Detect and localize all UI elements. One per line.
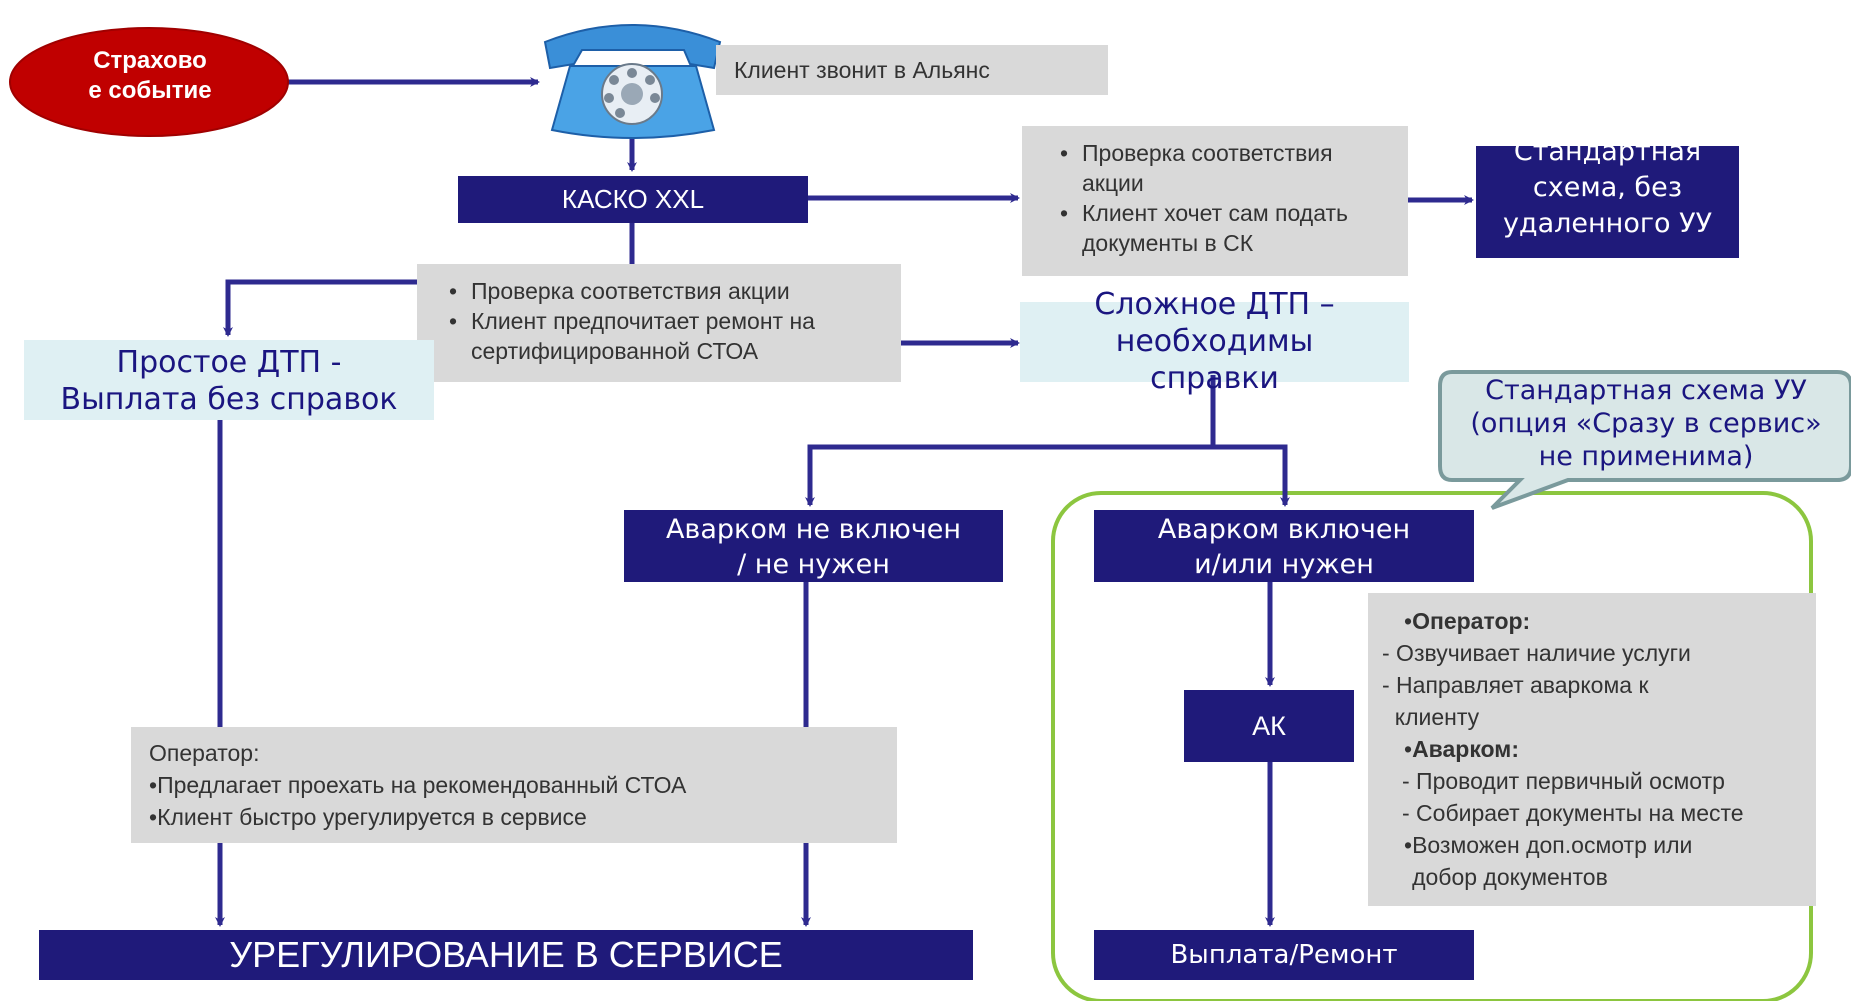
standard-scheme-text: Стандартная схема, без удаленного УУ bbox=[1502, 146, 1713, 239]
check-mid-item: Клиент предпочитает ремонт на сертифицир… bbox=[449, 306, 891, 366]
avarkom-item-right: - Проводит первичный осмотр bbox=[1402, 768, 1725, 794]
complex-dtp-box: Сложное ДТП – необходимы справки bbox=[1094, 287, 1335, 396]
simple-dtp-box: Простое ДТП - Выплата без справок bbox=[24, 340, 434, 420]
arrow-complex-to-included bbox=[1213, 444, 1290, 507]
avarkom-details-box: •Оператор: - Озвучивает наличие услуги -… bbox=[1368, 593, 1816, 906]
operator-item: •Предлагает проехать на рекомендованный … bbox=[149, 772, 687, 798]
operator-heading-right: •Оператор: bbox=[1404, 608, 1531, 634]
insured-event-label: Страхово е событие bbox=[88, 47, 212, 104]
telephone-icon bbox=[543, 24, 722, 139]
operator-box: Оператор: •Предлагает проехать на рекоме… bbox=[131, 727, 897, 843]
check-top-item: Проверка соответствия акции bbox=[1060, 138, 1398, 198]
check-mid-item: Проверка соответствия акции bbox=[449, 276, 891, 306]
operator-item-right: - Направляет аваркома к клиенту bbox=[1382, 672, 1649, 730]
operator-item: •Клиент быстро урегулируется в сервисе bbox=[149, 804, 587, 830]
operator-item-right: - Озвучивает наличие услуги bbox=[1382, 640, 1691, 666]
payout-box: Выплата/Ремонт bbox=[1094, 930, 1474, 980]
check-top-item: Клиент хочет сам подать документы в СК bbox=[1060, 198, 1398, 258]
avarkom-heading-right: •Аварком: bbox=[1404, 736, 1519, 762]
avarkom-included-box: Аварком включен и/или нужен bbox=[1094, 510, 1474, 582]
callout-text: Стандартная схема УУ (опция «Сразу в сер… bbox=[1470, 375, 1822, 472]
operator-heading: Оператор: bbox=[149, 740, 260, 766]
check-box-mid: Проверка соответствия акции Клиент предп… bbox=[417, 264, 901, 382]
standard-scheme-box: Стандартная схема, без удаленного УУ bbox=[1476, 146, 1739, 258]
kasko-box: КАСКО XXL bbox=[458, 176, 808, 223]
extra-item-right: •Возможен доп.осмотр или добор документо… bbox=[1404, 832, 1693, 890]
avarkom-not-included-box: Аварком не включен / не нужен bbox=[624, 510, 1003, 582]
client-calls-box: Клиент звонит в Альянс bbox=[716, 45, 1108, 95]
avarkom-item-right: - Собирает документы на месте bbox=[1402, 800, 1744, 826]
check-box-top: Проверка соответствия акции Клиент хочет… bbox=[1022, 126, 1408, 276]
settlement-box: УРЕГУЛИРОВАНИЕ В СЕРВИСЕ bbox=[39, 930, 973, 980]
ak-box: АК bbox=[1184, 690, 1354, 762]
